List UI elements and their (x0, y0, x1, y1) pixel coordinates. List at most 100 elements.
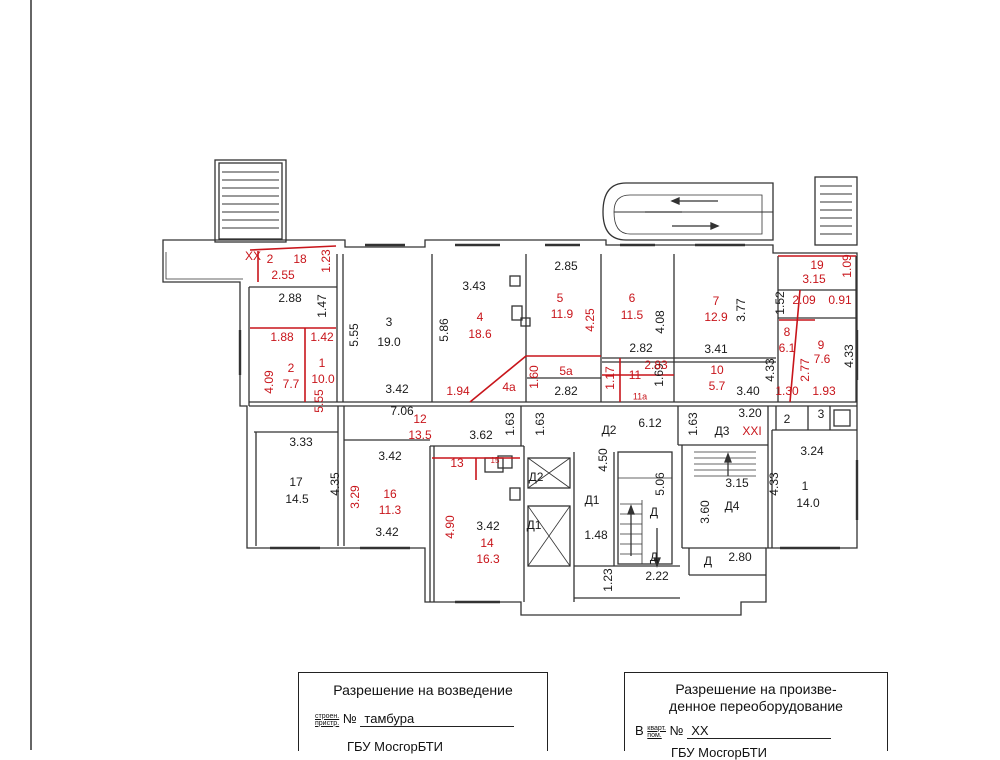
red-label-r-11: 11 (629, 368, 642, 382)
dim-label-l-2-85: 2.85 (554, 259, 578, 273)
red-label-r-1-09: 1.09 (840, 254, 854, 278)
stamp-left-tiny-bottom: пристр. (315, 719, 340, 727)
red-label-r-2-small: 2 (267, 252, 274, 266)
stamp-conversion-permit: Разрешение на произве- денное переоборуд… (624, 672, 888, 760)
dim-label-l-1-48: 1.48 (584, 528, 608, 542)
red-label-r-1-30: 1.30 (775, 384, 799, 398)
red-label-r-2-area: 7.7 (283, 377, 300, 391)
dim-label-l-d2a: Д2 (602, 423, 617, 437)
red-label-r-16-area: 11.3 (379, 503, 402, 517)
dim-label-l-5-86: 5.86 (437, 318, 451, 342)
dim-label-r17-num: 17 (289, 475, 303, 489)
red-label-r-1-17: 1.17 (603, 366, 617, 390)
red-partitions (249, 245, 856, 480)
red-label-r-19: 19 (810, 258, 824, 272)
dim-label-l-4-35: 4.35 (328, 472, 342, 496)
stamp-left-number-label: № (342, 711, 357, 726)
dim-label-l-1-52: 1.52 (773, 291, 787, 315)
dim-label-l-4-08: 4.08 (653, 310, 667, 334)
dim-label-l-4-50: 4.50 (596, 448, 610, 472)
dim-label-r17-area: 14.5 (285, 492, 309, 506)
dim-label-l-3: 3 (818, 407, 825, 421)
dim-label-l-4-33c: 4.33 (767, 472, 781, 496)
dim-label-l-2-22: 2.22 (645, 569, 669, 583)
stamp-right-tiny-top: кварт. (647, 724, 667, 732)
red-label-r-2-83: 2.83 (644, 358, 668, 372)
dim-label-l-5-06: 5.06 (653, 472, 667, 496)
dim-label-l-2-88: 2.88 (278, 291, 302, 305)
red-label-r-14-num: 14 (480, 536, 494, 550)
red-label-r-1-num: 1 (319, 356, 326, 370)
dim-label-l-2-82a: 2.82 (629, 341, 653, 355)
red-label-r-16-num: 16 (383, 487, 397, 501)
dim-label-l-2-80: 2.80 (728, 550, 752, 564)
red-label-r-6-num: 6 (629, 291, 636, 305)
red-label-r-4-09: 4.09 (262, 370, 276, 394)
red-label-r-15: 15 (491, 456, 500, 465)
dim-label-l-d4: Д4 (725, 499, 740, 513)
red-label-r-9-num: 9 (818, 338, 825, 352)
red-label-r-xx: XX (245, 249, 261, 263)
red-label-r-5-area: 11.9 (551, 307, 574, 321)
dim-label-xx-area-a: 2.55 (271, 268, 295, 282)
dim-label-l-4-33a: 4.33 (763, 358, 777, 382)
stamp-right-tiny-bottom: пом. (647, 731, 662, 739)
red-label-r-10-area: 5.7 (709, 379, 726, 393)
dim-label-l-d-a: Д (650, 505, 658, 519)
dim-label-l-3-24: 3.24 (800, 444, 824, 458)
dim-label-l-3-33: 3.33 (289, 435, 313, 449)
red-label-r-10-num: 10 (710, 363, 724, 377)
dim-label-l-d-b: Д (704, 554, 712, 568)
red-label-r-1-area: 10.0 (311, 372, 335, 386)
red-label-r-2-77: 2.77 (798, 358, 812, 382)
red-label-r-4-area: 18.6 (468, 327, 492, 341)
stamp-right-number-label: № (669, 723, 684, 738)
dim-label-l-3-42a: 3.42 (385, 382, 409, 396)
stamp-left-number-row: строен.пристр. № тамбура (315, 711, 515, 727)
dim-label-l-1-69: 1.69 (652, 363, 666, 387)
stamp-right-number-value: XX (687, 723, 832, 739)
red-label-r-5-num: 5 (557, 291, 564, 305)
dim-label-l-3-15: 3.15 (725, 476, 749, 490)
dim-label-l-3-43: 3.43 (462, 279, 486, 293)
dim-label-l-3-42b: 3.42 (378, 449, 402, 463)
dim-label-l-3-77: 3.77 (734, 298, 748, 322)
dim-label-l-2-82b: 2.82 (554, 384, 578, 398)
red-label-r-14-area: 16.3 (476, 552, 500, 566)
dim-label-l-d2b: Д2 (529, 470, 544, 484)
dim-label-l-1-63c: 1.63 (686, 412, 700, 436)
stamp-left-number-value: тамбура (360, 711, 515, 727)
dim-label-l-3-41: 3.41 (704, 342, 728, 356)
red-label-r-1-23: 1.23 (319, 249, 333, 273)
red-label-r-4-num: 4 (477, 310, 484, 324)
red-label-r-1-60: 1.60 (527, 365, 541, 389)
red-label-r-xxi: XXI (742, 424, 761, 438)
dim-label-r3-num: 3 (386, 315, 393, 329)
stamp-left-title: Разрешение на возведение (333, 682, 513, 698)
stamp-right-footer: ГБУ МосгорБТИ (671, 745, 767, 760)
red-label-r-8-num: 8 (784, 325, 791, 339)
red-label-r-12-num: 12 (413, 412, 427, 426)
dim-label-l-1-47: 1.47 (315, 294, 329, 318)
red-label-r-2-num: 2 (288, 361, 295, 375)
red-label-r-0-91: 0.91 (828, 293, 852, 307)
red-label-r-9-area: 7.6 (814, 352, 831, 366)
stamp-right-title-2: денное переоборудование (669, 698, 843, 714)
dim-label-l-d-c: Д (650, 550, 658, 564)
red-label-r-7-num: 7 (713, 294, 720, 308)
stamp-right-number-row: В кварт.пом. № XX (635, 723, 832, 739)
dim-label-l-7-06: 7.06 (390, 404, 414, 418)
dim-label-l-3-62: 3.62 (469, 428, 493, 442)
stamp-left-footer: ГБУ МосгорБТИ (347, 739, 443, 754)
red-label-r-18: 18 (293, 252, 307, 266)
dim-label-l-3-20: 3.20 (738, 406, 762, 420)
red-label-r-3-15: 3.15 (802, 272, 826, 286)
red-label-r-5a: 5а (559, 364, 573, 378)
red-label-r-4-90: 4.90 (443, 515, 457, 539)
dim-label-l-3-40: 3.40 (736, 384, 760, 398)
stamp-left-tiny-top: строен. (315, 712, 340, 720)
stamp-right-prefix: В (635, 723, 644, 738)
